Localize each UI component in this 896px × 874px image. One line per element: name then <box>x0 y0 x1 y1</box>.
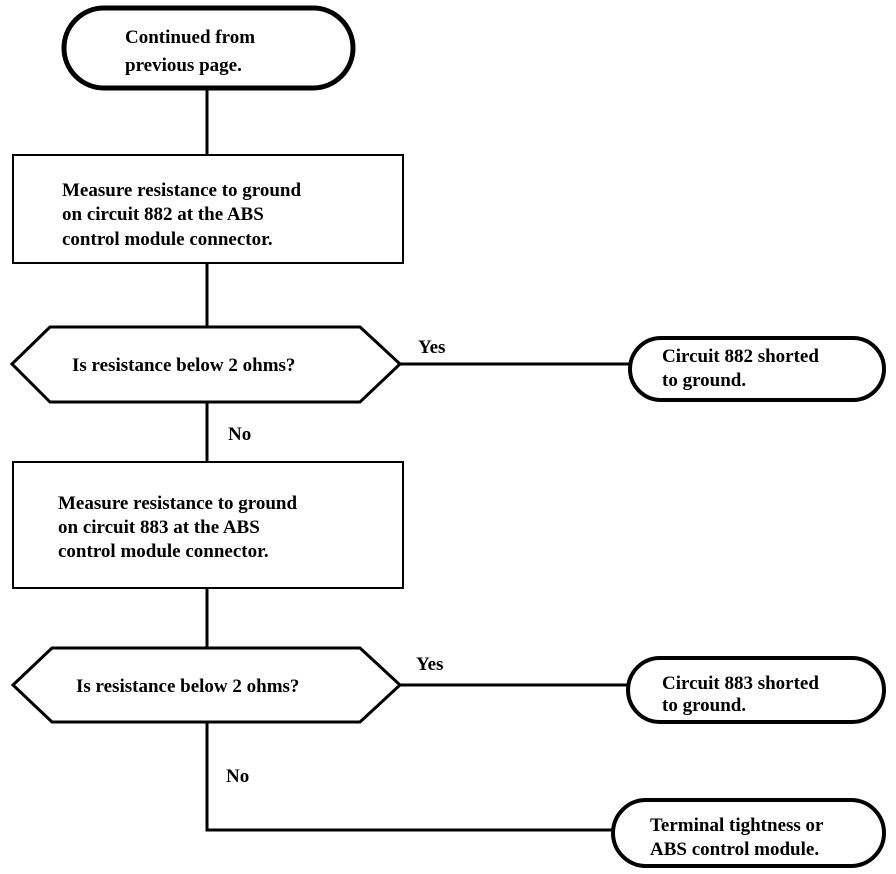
decision-hexagon-1 <box>9 325 403 404</box>
result-terminator-3 <box>611 798 886 868</box>
result3-text-line1: Terminal tightness or <box>650 815 824 836</box>
decision1-yes-label: Yes <box>418 337 445 358</box>
decision2-question: Is resistance below 2 ohms? <box>76 676 299 697</box>
result2-text-line2: to ground. <box>662 695 746 716</box>
result2-text-line1: Circuit 883 shorted <box>662 673 819 694</box>
decision2-no-label: No <box>226 766 249 787</box>
result1-text-line1: Circuit 882 shorted <box>662 346 819 367</box>
result-terminator-1 <box>628 336 886 402</box>
result-terminator-2 <box>626 656 886 724</box>
process-box-step2 <box>12 461 404 589</box>
step2-text-line3: control module connector. <box>58 541 269 562</box>
decision2-yes-label: Yes <box>416 654 443 675</box>
step1-text-line3: control module connector. <box>62 229 273 250</box>
start-text-line2: previous page. <box>125 55 242 76</box>
process-box-step1 <box>12 154 404 264</box>
connector-decision2-no <box>205 722 613 832</box>
decision1-no-label: No <box>228 424 251 445</box>
step2-text-line2: on circuit 883 at the ABS <box>58 517 260 538</box>
result3-text-line2: ABS control module. <box>650 839 819 860</box>
decision-hexagon-2 <box>10 646 403 724</box>
result1-text-line2: to ground. <box>662 370 746 391</box>
step2-text-line1: Measure resistance to ground <box>58 493 298 514</box>
start-terminator <box>61 5 356 91</box>
decision1-question: Is resistance below 2 ohms? <box>72 355 295 376</box>
start-text-line1: Continued from <box>125 27 255 48</box>
step1-text-line2: on circuit 882 at the ABS <box>62 204 264 225</box>
step1-text-line1: Measure resistance to ground <box>62 180 302 201</box>
